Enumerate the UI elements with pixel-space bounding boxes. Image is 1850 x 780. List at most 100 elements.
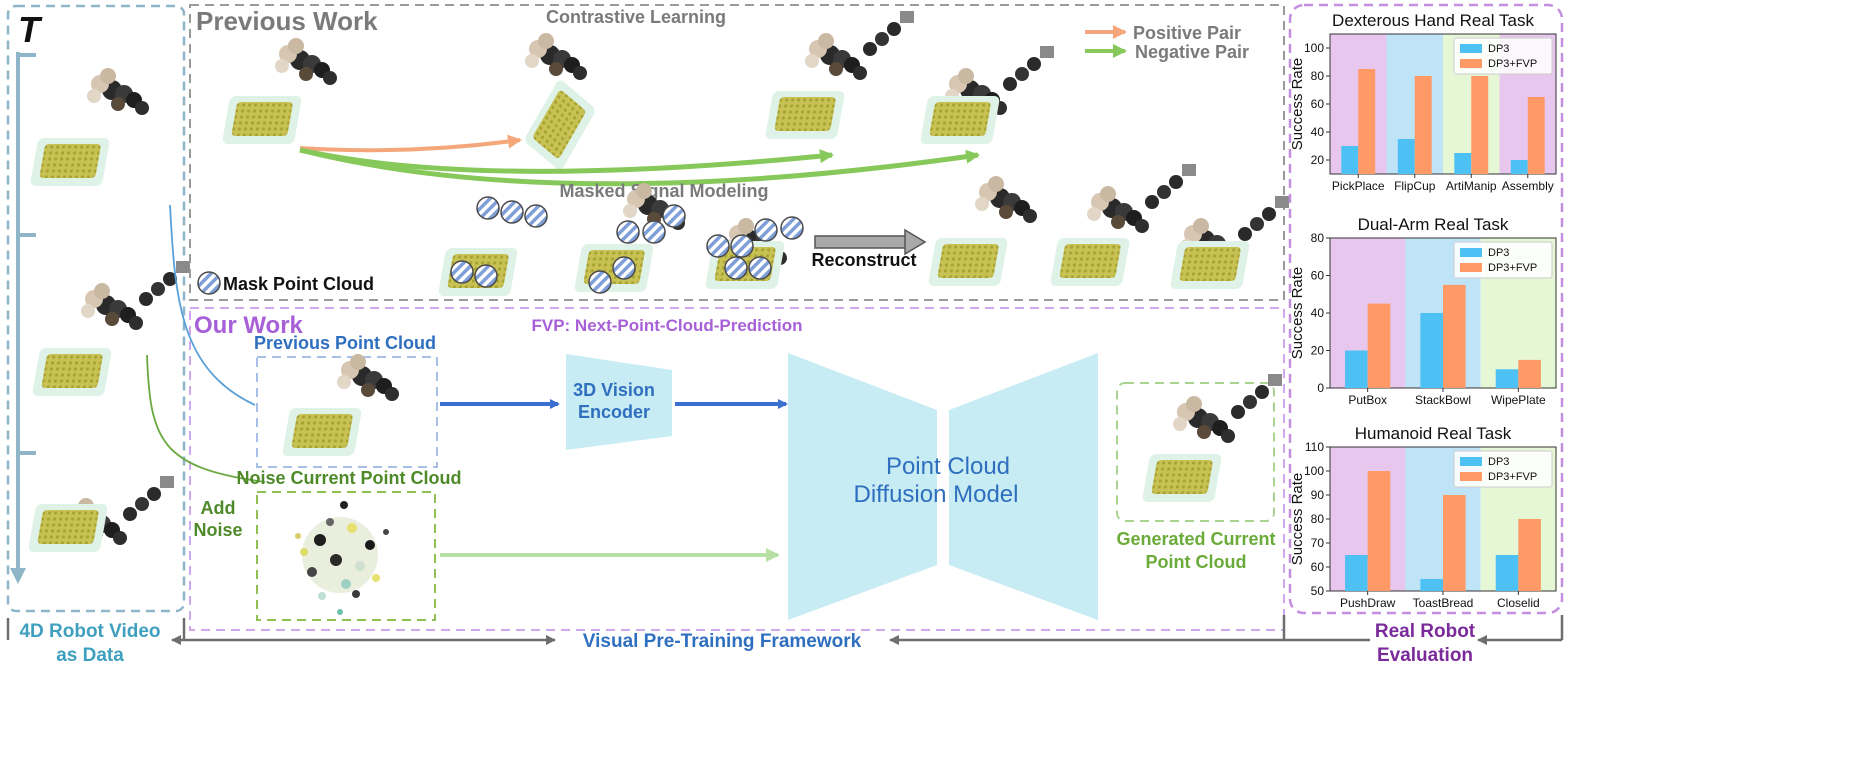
legend-label: DP3 <box>1488 43 1509 55</box>
vision-encoder-block <box>566 354 672 450</box>
diffusion-model-right-half <box>949 353 1098 620</box>
vision-encoder-line1: 3D Vision <box>573 380 655 400</box>
bar-dp3 <box>1495 369 1519 388</box>
generated-point-cloud-line2: Point Cloud <box>1146 552 1247 572</box>
bar-dp3-fvp <box>1358 69 1376 174</box>
previous-point-cloud-box <box>256 356 438 468</box>
framework-caption: Visual Pre-Training Framework <box>583 631 862 652</box>
chart-title: Dexterous Hand Real Task <box>1332 11 1534 30</box>
legend-swatch <box>1460 263 1482 272</box>
legend-swatch <box>1460 248 1482 257</box>
legend-label: DP3+FVP <box>1488 262 1537 274</box>
bar-dp3 <box>1341 146 1359 174</box>
legend-swatch <box>1460 457 1482 466</box>
bar-dp3-fvp <box>1518 519 1541 591</box>
y-tick-label: 110 <box>1305 440 1324 454</box>
bar-dp3 <box>1510 160 1528 174</box>
x-tick-label: PushDraw <box>1340 596 1396 610</box>
x-tick-label: StackBowl <box>1415 393 1471 407</box>
y-axis-label: Success Rate <box>1289 58 1306 151</box>
x-tick-label: ToastBread <box>1413 596 1474 610</box>
x-tick-label: WipePlate <box>1491 393 1546 407</box>
diffusion-model-line2: Diffusion Model <box>854 481 1019 508</box>
previous-point-cloud-label: Previous Point Cloud <box>254 333 436 353</box>
y-tick-label: 80 <box>1311 231 1325 245</box>
y-tick-label: 20 <box>1311 153 1325 167</box>
chart-title: Humanoid Real Task <box>1355 424 1512 443</box>
evaluation-caption-line2: Evaluation <box>1377 645 1473 666</box>
y-tick-label: 80 <box>1311 512 1325 526</box>
y-tick-label: 60 <box>1311 269 1325 283</box>
y-tick-label: 20 <box>1311 344 1325 358</box>
bar-dp3-fvp <box>1471 76 1489 174</box>
x-tick-label: FlipCup <box>1394 179 1436 193</box>
x-tick-label: PutBox <box>1348 393 1387 407</box>
bar-dp3 <box>1420 579 1443 591</box>
x-tick-label: ArtiManip <box>1446 179 1497 193</box>
generated-point-cloud-line1: Generated Current <box>1116 529 1275 549</box>
robot-video-panel: T 4D Robot Video as Data <box>6 4 190 666</box>
our-work-border <box>189 307 1285 631</box>
vision-encoder-line2: Encoder <box>578 402 650 422</box>
diffusion-model-line1: Point Cloud <box>886 453 1010 480</box>
evaluation-caption-line1: Real Robot <box>1375 621 1476 642</box>
reconstruct-arrow-shaft <box>814 235 908 249</box>
masked-signal-modeling-label: Masked Signal Modeling <box>559 181 768 201</box>
bar-dp3 <box>1345 350 1368 388</box>
robot-video-panel-border <box>6 4 186 613</box>
previous-work-panel: Previous Work Contrastive Learning Posit… <box>189 4 1289 301</box>
noise-point-cloud-box <box>256 491 436 621</box>
noise-point-cloud-label: Noise Current Point Cloud <box>237 468 462 488</box>
diffusion-model-left-half <box>788 353 937 620</box>
x-tick-label: PickPlace <box>1332 179 1385 193</box>
our-work-title: Our Work <box>194 312 304 339</box>
masked-sample-1 <box>437 196 548 296</box>
masked-sample-3 <box>704 216 804 289</box>
bar-dp3 <box>1345 555 1368 591</box>
bar-dp3-fvp <box>1414 76 1432 174</box>
y-tick-label: 70 <box>1311 536 1325 550</box>
bottom-brackets: Visual Pre-Training Framework Real Robot… <box>6 615 1564 666</box>
video-frame-1-hand <box>87 68 149 115</box>
bar-dp3 <box>1397 139 1415 174</box>
reconstruct-arrow-head <box>904 228 927 256</box>
y-tick-label: 0 <box>1317 381 1324 395</box>
bar-dp3 <box>1420 313 1443 388</box>
mask-legend-label: Mask Point Cloud <box>223 274 374 294</box>
y-tick-label: 100 <box>1304 41 1324 55</box>
chart-title: Dual-Arm Real Task <box>1358 215 1509 234</box>
y-tick-label: 80 <box>1311 69 1325 83</box>
generated-point-cloud-box <box>1116 382 1275 522</box>
y-tick-label: 100 <box>1304 464 1324 478</box>
robot-video-caption-line1: 4D Robot Video <box>19 621 160 642</box>
video-frame-1-cloth <box>29 138 111 186</box>
evaluation-panel-border <box>1288 3 1564 615</box>
contrastive-positive-cloth <box>519 78 601 172</box>
bar-dp3-fvp <box>1367 471 1391 591</box>
bar-dp3-fvp <box>1518 359 1541 388</box>
contrastive-negative1-cloth <box>764 91 846 139</box>
contrastive-learning-label: Contrastive Learning <box>546 7 726 27</box>
bar-dp3 <box>1495 555 1519 591</box>
contrastive-negative1-hand <box>805 11 914 80</box>
time-axis-label: T <box>18 9 43 50</box>
legend-label: DP3+FVP <box>1488 471 1537 483</box>
video-frame-2-hand <box>81 261 190 330</box>
x-tick-label: Closelid <box>1497 596 1540 610</box>
generated-point-cloud-cloth <box>1141 454 1223 502</box>
previous-work-title: Previous Work <box>196 6 378 36</box>
contrastive-anchor-hand <box>275 38 337 85</box>
positive-pair-arrow <box>299 134 522 153</box>
contrastive-positive-hand <box>525 33 587 80</box>
reconstruct-label: Reconstruct <box>811 250 916 270</box>
time-axis-arrowhead <box>10 568 26 584</box>
generated-point-cloud-hand <box>1173 374 1282 443</box>
legend-swatch <box>1460 472 1482 481</box>
previous-work-border <box>189 4 1285 301</box>
legend-swatch <box>1460 44 1482 53</box>
positive-pair-legend-label: Positive Pair <box>1133 23 1241 43</box>
y-tick-label: 50 <box>1311 584 1325 598</box>
